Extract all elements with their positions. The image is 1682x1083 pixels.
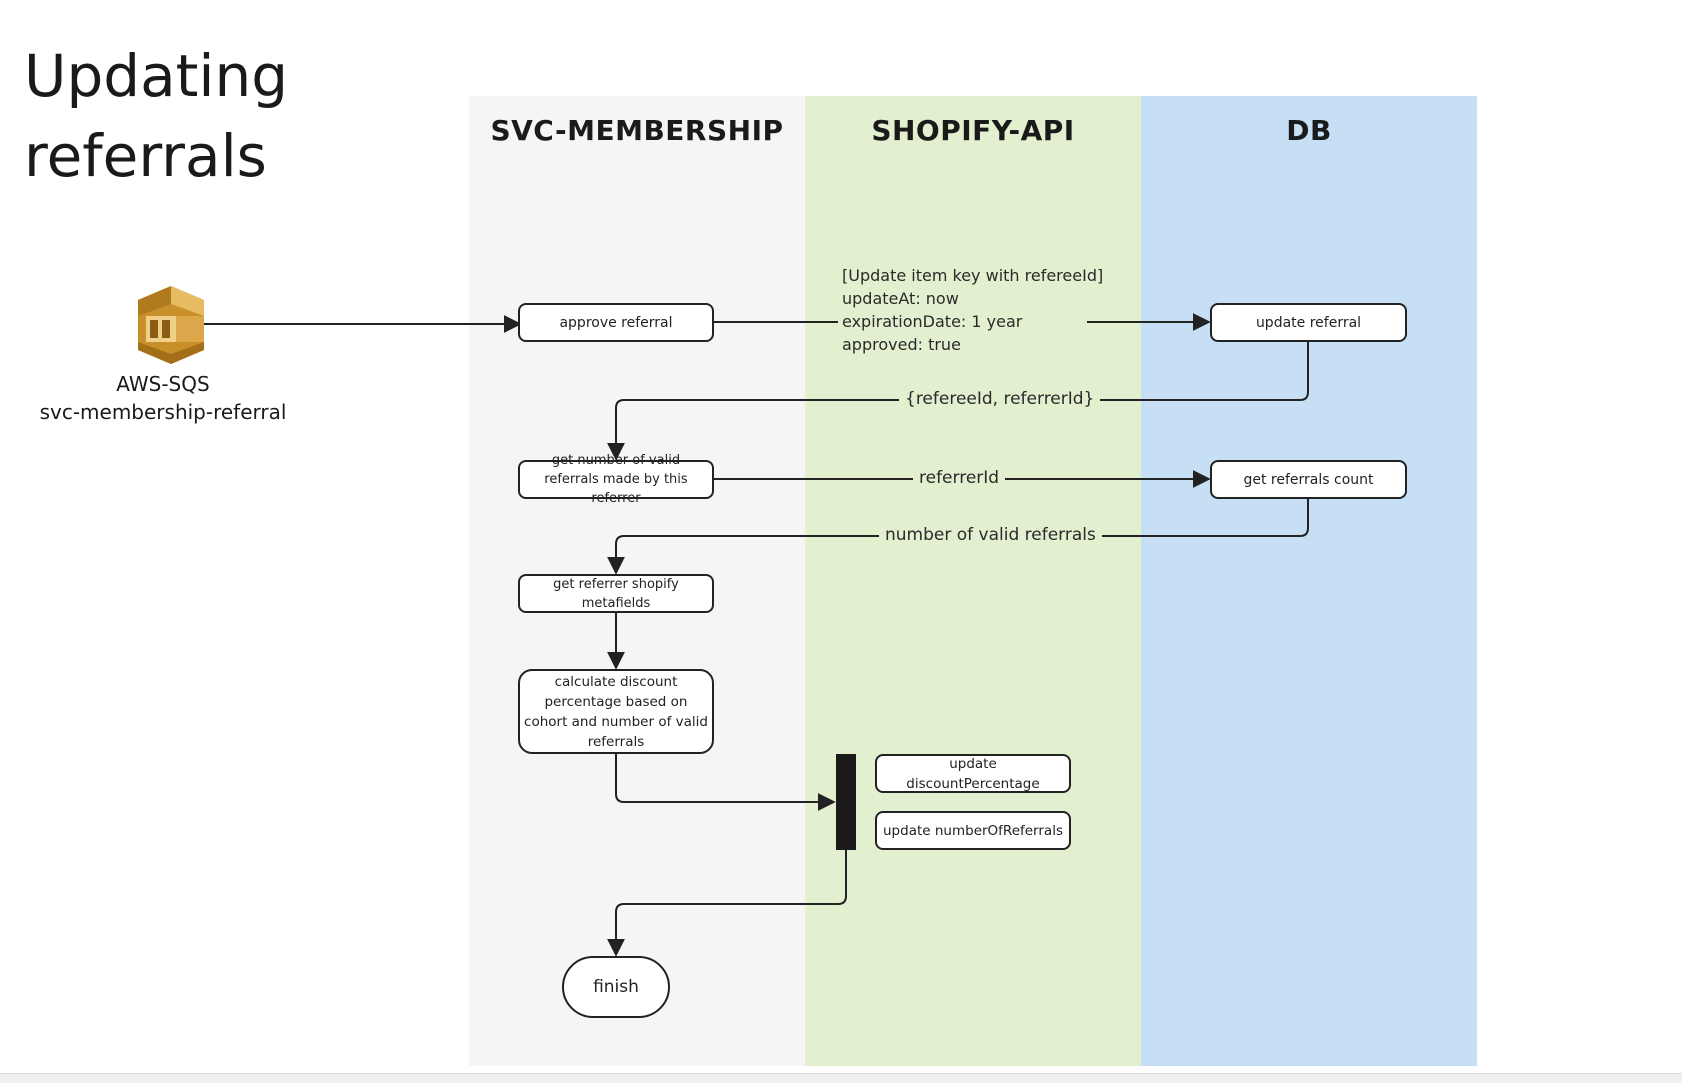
note-line: updateAt: now xyxy=(842,289,959,308)
node-get-valid-referrals[interactable]: get number of valid referrals made by th… xyxy=(518,453,714,506)
note-line: [Update item key with refereeId] xyxy=(842,266,1104,285)
page-title-line1: Updating xyxy=(24,42,289,110)
edge-fork-to-finish xyxy=(607,850,847,957)
edge-label-valid-count: number of valid referrals xyxy=(879,525,1102,545)
lane-title-shopify-api: SHOPIFY-API xyxy=(871,114,1075,147)
edge-calc-to-fork xyxy=(615,754,836,811)
page-title-line2: referrals xyxy=(24,122,267,190)
sqs-caption-line2: svc-membership-referral xyxy=(39,400,287,424)
node-get-referrals-count[interactable]: get referrals count xyxy=(1210,460,1407,499)
node-approve-referral[interactable]: approve referral xyxy=(518,303,714,342)
node-update-number[interactable]: update numberOfReferrals xyxy=(875,811,1071,850)
note-line: approved: true xyxy=(842,335,961,354)
sqs-caption: AWS-SQS svc-membership-referral xyxy=(33,370,293,426)
node-finish[interactable]: finish xyxy=(562,956,670,1018)
fork-bar xyxy=(836,754,856,850)
note-line: expirationDate: 1 year xyxy=(842,312,1023,331)
bottom-scroll-strip xyxy=(0,1073,1682,1083)
lane-shopify-api: SHOPIFY-API xyxy=(805,96,1141,1066)
page-title: Updating referrals xyxy=(24,36,424,196)
edge-label-referrer-id: referrerId xyxy=(913,468,1006,488)
node-update-discount[interactable]: update discountPercentage xyxy=(875,754,1071,793)
lane-title-db: DB xyxy=(1286,114,1332,147)
lane-title-svc-membership: SVC-MEMBERSHIP xyxy=(490,114,784,147)
update-note: [Update item key with refereeId] updateA… xyxy=(842,264,1103,356)
sqs-caption-line1: AWS-SQS xyxy=(116,372,210,396)
node-update-referral[interactable]: update referral xyxy=(1210,303,1407,342)
node-get-metafields[interactable]: get referrer shopify metafields xyxy=(518,574,714,613)
edge-label-ids-return: {refereeId, referrerId} xyxy=(899,389,1101,409)
lane-db: DB xyxy=(1141,96,1477,1066)
node-calculate-discount[interactable]: calculate discount percentage based on c… xyxy=(518,669,714,754)
aws-sqs-icon xyxy=(138,286,204,364)
